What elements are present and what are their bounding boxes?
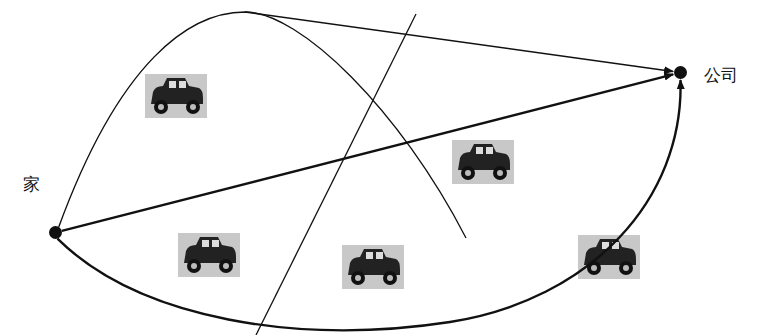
route-arrow — [57, 80, 680, 330]
route-arrow — [62, 74, 673, 231]
place-label: 公司 — [704, 65, 738, 85]
route-arrow — [59, 12, 673, 227]
route-line — [245, 12, 466, 238]
location-dot — [674, 66, 687, 79]
place-label: 家 — [23, 174, 40, 194]
location-dot — [49, 226, 62, 239]
